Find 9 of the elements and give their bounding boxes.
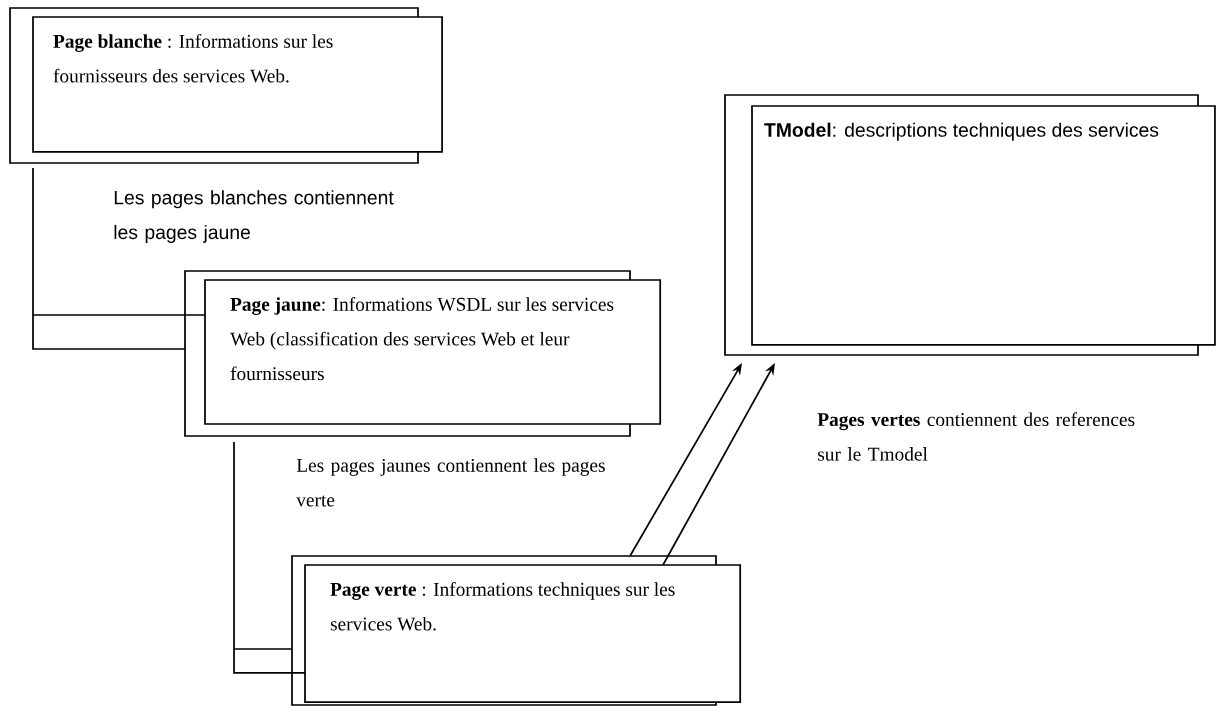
- note-text: Les pages blanches contiennent les pages jaune: [114, 190, 394, 243]
- page-box: Page blanche : Informations sur les fournisseurs des services Web.: [9, 7, 443, 164]
- page-box: TModel: descriptions techniques des services: [724, 94, 1216, 356]
- note-text: Pages vertes contiennent des references sur le Tmodel: [817, 412, 1135, 461]
- connector-line: [32, 167, 206, 350]
- page-box: Page verte : Informations techniques sur les services Web.: [291, 555, 742, 706]
- page-box: Page jaune: Informations WSDL sur les services Web (classification des services Web et leur fournisseurs: [184, 270, 662, 437]
- note-text: Les pages jaunes contiennent les pages verte: [296, 458, 605, 507]
- connector-line: [233, 441, 306, 674]
